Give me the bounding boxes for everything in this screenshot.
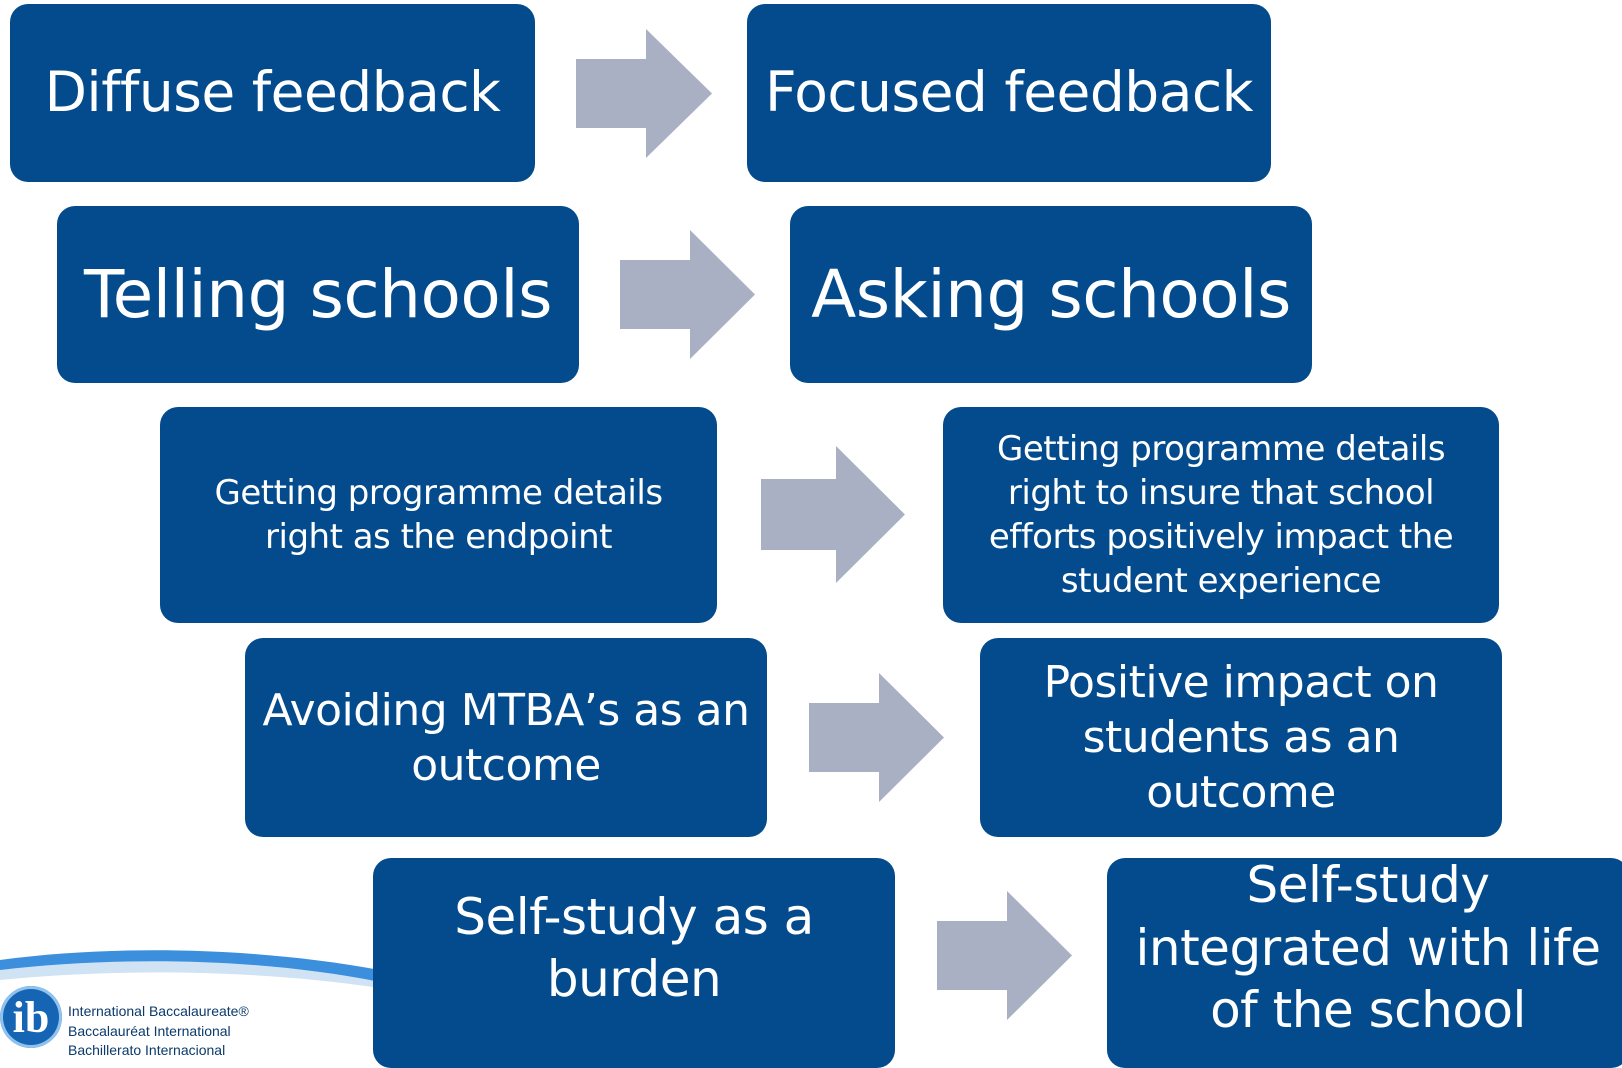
to-box-2: Asking schools [790,206,1312,383]
to-box-1: Focused feedback [747,4,1271,182]
to-box-4: Positive impact on students as an outcom… [980,638,1502,837]
logo-text-line: Baccalauréat International [68,1023,231,1039]
logo-text-line: Bachillerato Internacional [68,1042,226,1058]
from-box-4: Avoiding MTBA’s as an outcome [245,638,767,837]
to-box-3: Getting programme details right to insur… [943,407,1499,623]
to-box-5: Self-study integrated with life of the s… [1107,856,1622,1068]
arrow-right-icon [761,446,905,583]
arrow-right-icon [937,891,1072,1020]
from-box-3: Getting programme details right as the e… [160,407,717,623]
from-box-1: Diffuse feedback [10,4,535,182]
ib-logo-mark: ib [0,986,62,1048]
logo-text-line: International Baccalaureate® [68,1003,249,1019]
from-box-5: Self-study as a burden [373,858,895,1068]
arrow-right-icon [576,29,712,158]
ib-logo: ib International Baccalaureate® Baccalau… [0,948,380,1058]
arrow-right-icon [620,230,755,359]
arrow-right-icon [809,673,944,802]
from-box-2: Telling schools [57,206,579,383]
